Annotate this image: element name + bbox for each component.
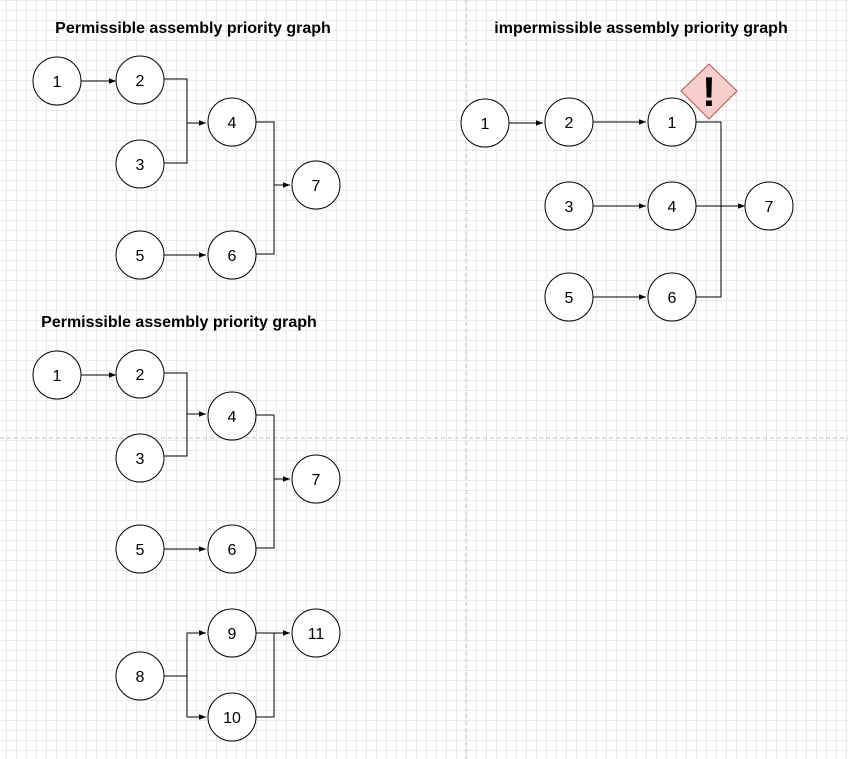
edge-2-4 [164, 372, 188, 414]
node-label: 6 [228, 248, 237, 265]
node-7: 7 [291, 454, 341, 504]
node-label: 8 [136, 669, 145, 686]
edge-2-4 [164, 78, 188, 123]
node-label: 1 [53, 368, 62, 385]
node-7: 7 [744, 181, 794, 231]
node-4: 4 [207, 97, 257, 147]
node-label: 6 [228, 542, 237, 559]
node-label: 4 [228, 409, 237, 426]
node-2: 2 [115, 349, 165, 399]
node-label: 1 [668, 115, 677, 132]
diagram-permissible-bottom: 1 2 3 4 5 6 7 8 9 10 11 [32, 349, 341, 742]
node-label: 5 [136, 248, 145, 265]
node-2: 2 [115, 55, 165, 105]
node-4: 4 [647, 181, 697, 231]
diagram-permissible-top: 1 2 3 4 5 6 7 [32, 55, 341, 280]
node-label: 2 [136, 73, 145, 90]
diagram-impermissible: 1 2 1 3 4 5 6 7 ! [460, 63, 794, 322]
node-label: 5 [565, 290, 574, 307]
node-label: 5 [136, 542, 145, 559]
node-4: 4 [207, 391, 257, 441]
node-6: 6 [647, 272, 697, 322]
node-1: 1 [32, 56, 82, 106]
edge-4-7 [256, 414, 275, 479]
node-11: 11 [291, 608, 341, 658]
node-label: 7 [765, 199, 774, 216]
diagram-title-impermissible: impermissible assembly priority graph [494, 20, 787, 37]
node-label: 4 [228, 115, 237, 132]
node-6: 6 [207, 524, 257, 574]
node-label: 1 [481, 116, 490, 133]
node-label: 4 [668, 199, 677, 216]
node-7: 7 [291, 160, 341, 210]
node-3: 3 [115, 433, 165, 483]
edge-4-7 [256, 121, 275, 185]
diagram-title-permissible-top: Permissible assembly priority graph [55, 20, 331, 37]
node-label: 2 [565, 115, 574, 132]
node-label: 7 [312, 178, 321, 195]
node-label: 11 [308, 626, 325, 643]
edge-10-11 [256, 633, 275, 718]
node-label: 2 [136, 367, 145, 384]
diagram-title-permissible-bottom: Permissible assembly priority graph [41, 314, 317, 331]
node-label: 3 [136, 451, 145, 468]
node-2: 2 [544, 97, 594, 147]
node-5: 5 [115, 524, 165, 574]
node-5: 5 [544, 272, 594, 322]
edge-6-7 [256, 185, 275, 255]
node-9: 9 [207, 608, 257, 658]
edge-6-7 [696, 206, 722, 298]
edge-6-7 [256, 479, 275, 549]
node-label: 10 [223, 710, 241, 727]
node-1: 1 [460, 98, 510, 148]
node-1-duplicate: 1 [647, 97, 697, 147]
node-6: 6 [207, 230, 257, 280]
node-5: 5 [115, 230, 165, 280]
node-label: 9 [228, 626, 237, 643]
node-3: 3 [115, 139, 165, 189]
node-label: 1 [53, 74, 62, 91]
node-label: 3 [136, 157, 145, 174]
node-10: 10 [207, 692, 257, 742]
node-label: 3 [565, 199, 574, 216]
edge-1-7 [696, 121, 722, 206]
warning-symbol: ! [702, 68, 716, 115]
node-label: 6 [668, 290, 677, 307]
node-3: 3 [544, 181, 594, 231]
edge-8-9-branch [164, 633, 188, 677]
node-1: 1 [32, 350, 82, 400]
exclamation-warning-icon: ! [680, 63, 738, 120]
node-8: 8 [115, 651, 165, 701]
edge-3-4 [164, 123, 188, 164]
node-label: 7 [312, 472, 321, 489]
edge-3-4 [164, 414, 188, 457]
